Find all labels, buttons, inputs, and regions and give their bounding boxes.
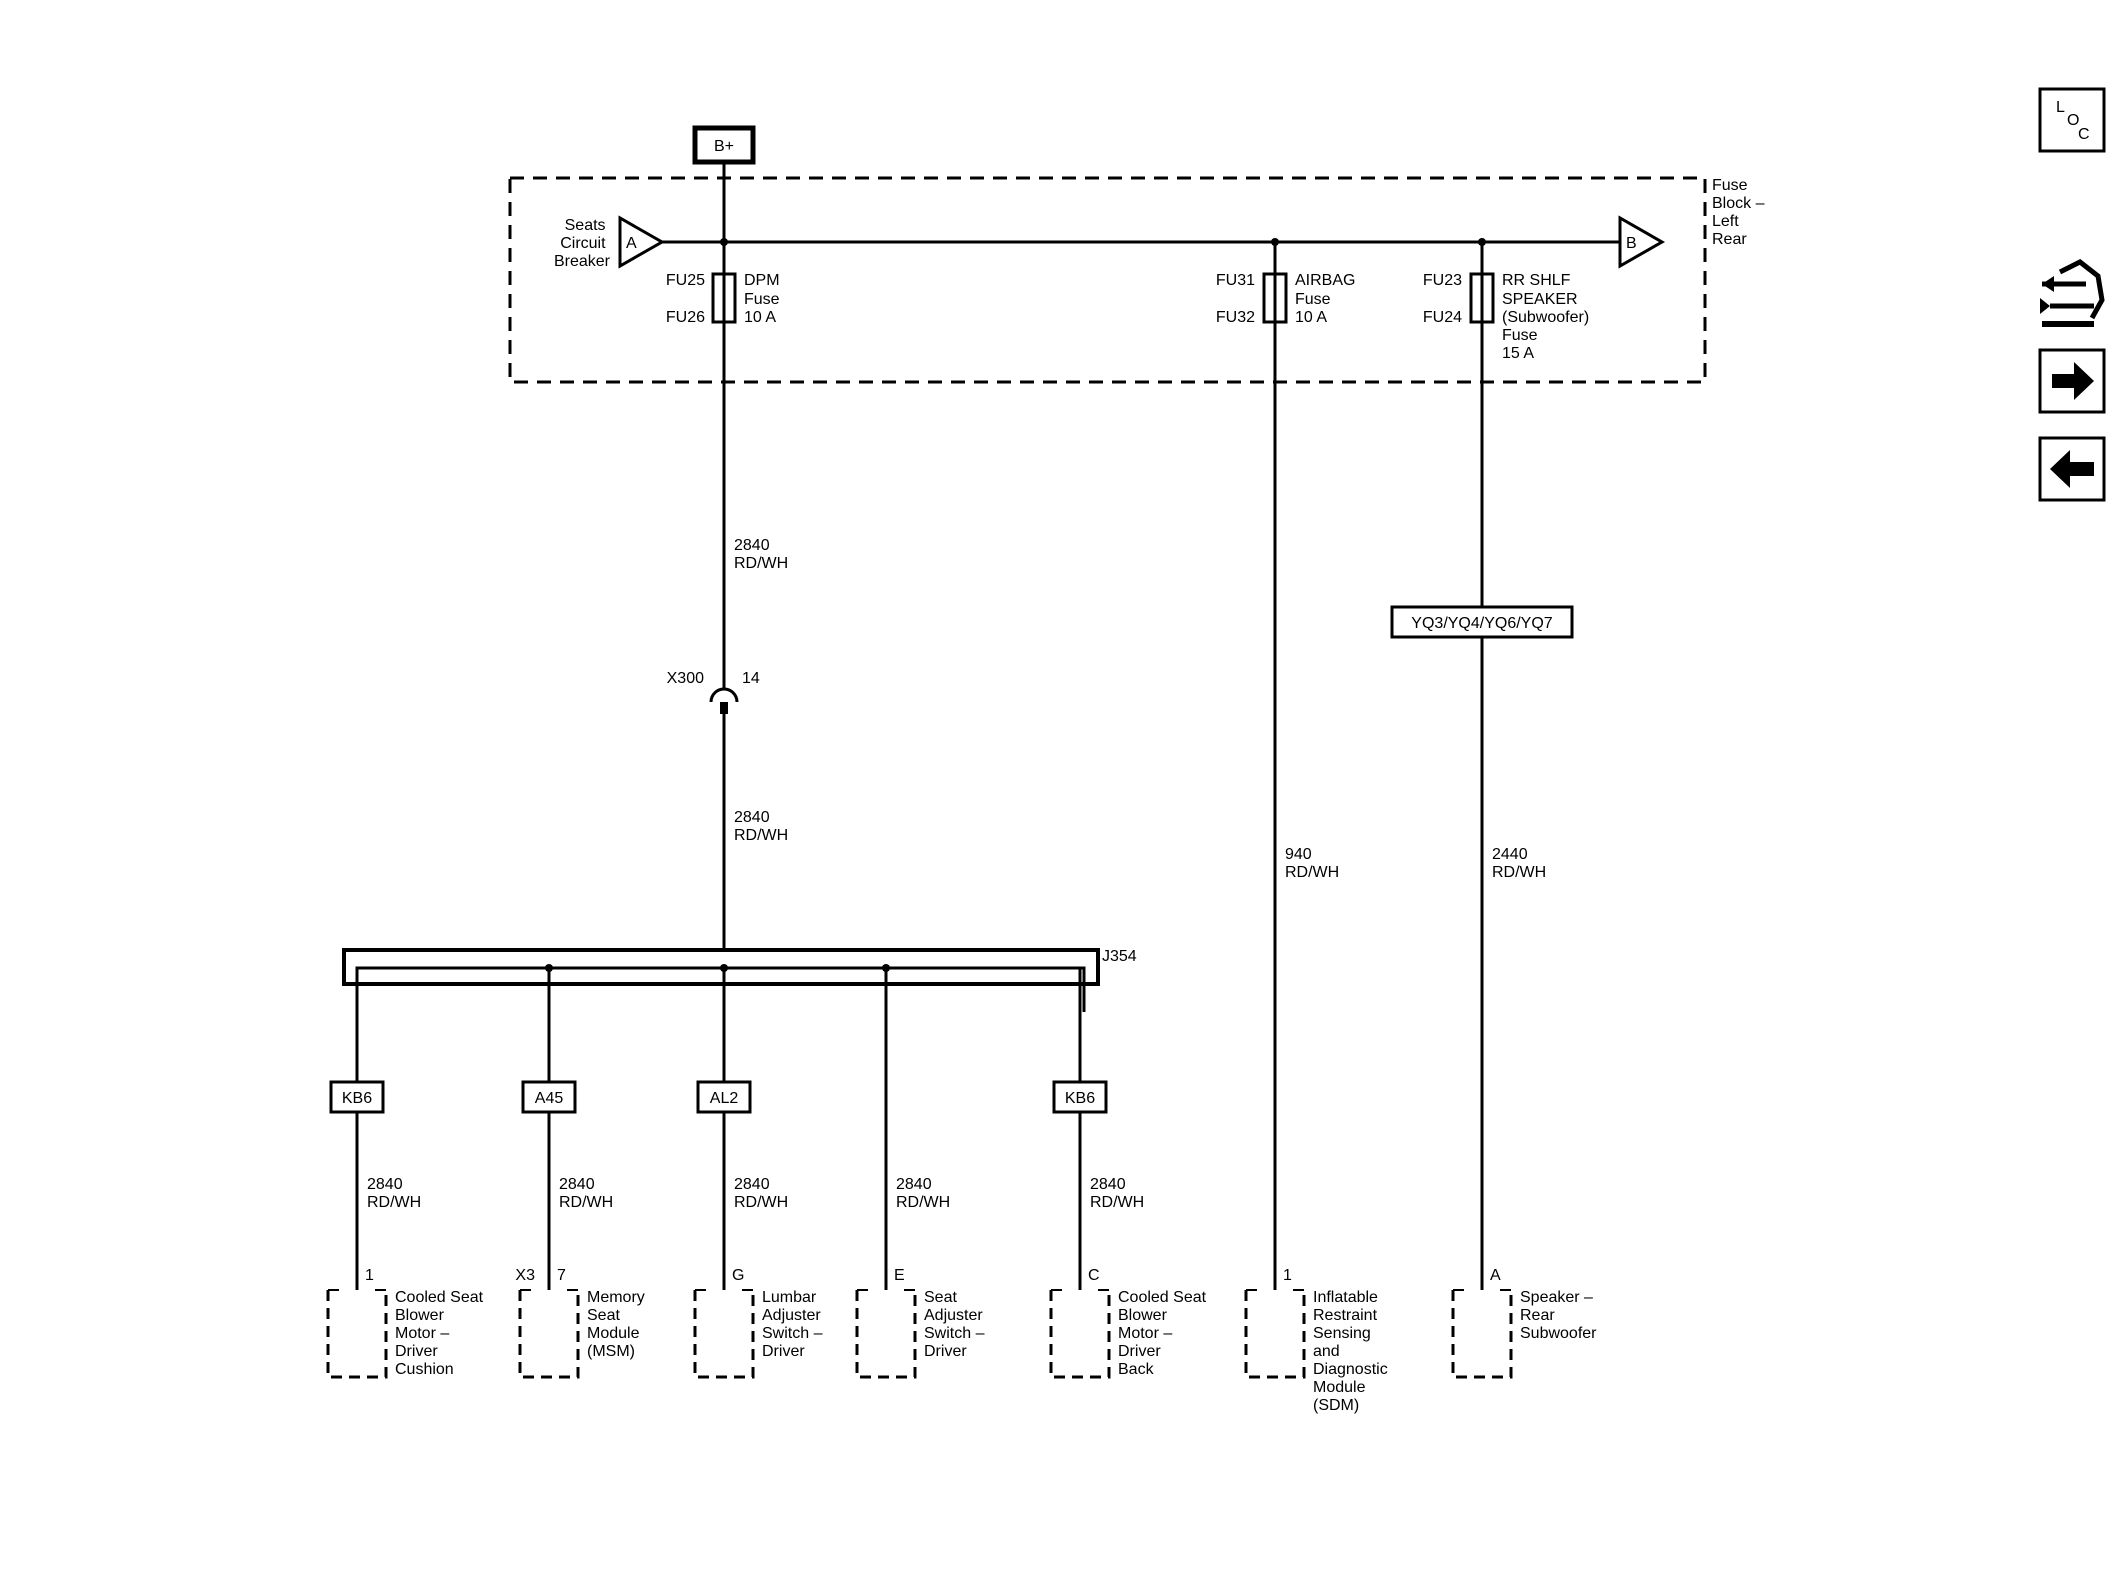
component-box [518, 1289, 580, 1379]
wire-label-airbag: 940 RD/WH [1285, 846, 1339, 881]
fuse-id-2: FU26 [666, 309, 705, 326]
connector-pin: E [894, 1267, 905, 1284]
splice-name: J354 [1102, 948, 1137, 965]
component-box [693, 1289, 755, 1379]
fuse-dpm-label: DPM Fuse 10 A [744, 272, 784, 326]
fuse-airbag: FU31 FU32 AIRBAG Fuse 10 A [1216, 272, 1360, 326]
component-box [326, 1289, 388, 1379]
fuse-block: Fuse Block – Left Rear [508, 176, 1769, 384]
wire-label-dpm-upper: 2840 RD/WH [734, 537, 788, 572]
option-code: AL2 [710, 1090, 739, 1107]
connector-name: X300 [667, 670, 704, 687]
fuse-id-2: FU24 [1423, 309, 1462, 326]
fuse-speaker-label: RR SHLF SPEAKER (Subwoofer) Fuse 15 A [1502, 272, 1594, 362]
wire-label-speaker: 2440 RD/WH [1492, 846, 1546, 881]
option-code: KB6 [342, 1090, 372, 1107]
connector-pin: G [732, 1267, 744, 1284]
arrow-right-icon[interactable] [2038, 348, 2106, 414]
fuse-rr-shlf-speaker: FU23 FU24 RR SHLF SPEAKER (Subwoofer) Fu… [1423, 272, 1594, 362]
option-code: YQ3/YQ4/YQ6/YQ7 [1411, 615, 1553, 632]
option-box: AL2 [696, 1080, 752, 1114]
fuse-block-label: Fuse Block – Left Rear [1712, 177, 1769, 248]
arrow-left-icon[interactable] [2038, 436, 2106, 502]
option-box: A45 [521, 1080, 577, 1114]
option-code: A45 [535, 1090, 564, 1107]
option-box: KB6 [1052, 1080, 1108, 1114]
input-letter: A [626, 235, 637, 252]
fuse-block-output-b: B [1618, 215, 1666, 269]
connector-pin: A [1490, 1267, 1501, 1284]
component-box [1451, 1289, 1513, 1379]
connector-x300: X300 14 [667, 670, 760, 714]
output-letter: B [1626, 235, 1637, 252]
component-box [855, 1289, 917, 1379]
option-box: KB6 [329, 1080, 385, 1114]
splice-j354: J354 [342, 948, 1137, 1012]
option-box-speaker: YQ3/YQ4/YQ6/YQ7 [1390, 605, 1574, 639]
loc-letter: C [2078, 126, 2090, 143]
power-source-label: B+ [714, 138, 734, 155]
loc-button[interactable]: L O C [2038, 87, 2106, 153]
fuse-airbag-label: AIRBAG Fuse 10 A [1295, 272, 1360, 326]
fuse-id-1: FU25 [666, 272, 705, 289]
fuse-id-2: FU32 [1216, 309, 1255, 326]
connector-pin: 1 [365, 1267, 374, 1284]
connector-pin: 14 [742, 670, 760, 687]
component-box [1049, 1289, 1111, 1379]
loc-letter: O [2067, 112, 2079, 129]
connector-pin: 7 [557, 1267, 566, 1284]
fuse-id-1: FU23 [1423, 272, 1462, 289]
seats-circuit-breaker-label: Seats Circuit Breaker [554, 217, 611, 270]
fuse-id-1: FU31 [1216, 272, 1255, 289]
option-code: KB6 [1065, 1090, 1095, 1107]
component-box [1244, 1289, 1306, 1379]
power-source-b-plus: B+ [692, 125, 756, 165]
connector-name: X3 [515, 1267, 535, 1284]
connector-pin: 1 [1283, 1267, 1292, 1284]
connector-icon[interactable] [2040, 259, 2105, 327]
wire-label-dpm-lower: 2840 RD/WH [734, 809, 788, 844]
fuse-block-input-a: A Seats Circuit Breaker [554, 215, 666, 270]
fuse-dpm: FU25 FU26 DPM Fuse 10 A [666, 272, 784, 326]
connector-pin: C [1088, 1267, 1100, 1284]
loc-letter: L [2056, 99, 2065, 116]
